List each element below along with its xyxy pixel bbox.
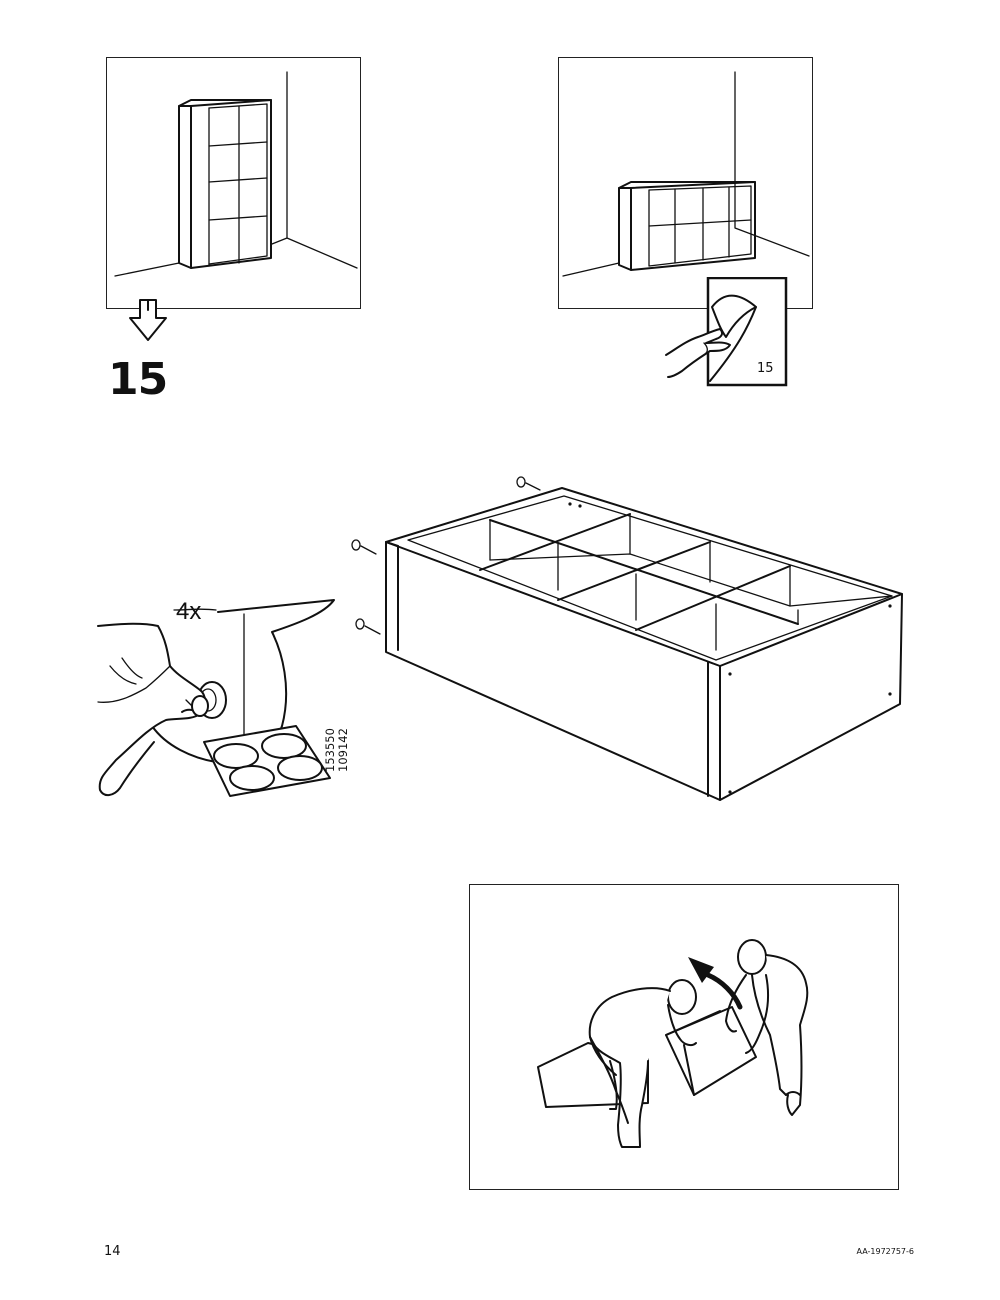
panel-two-people-lifting [469, 884, 899, 1190]
down-arrow-icon [126, 296, 170, 344]
reference-page-number: 15 [757, 361, 774, 376]
felt-pad-application-illustration [96, 596, 356, 806]
shelf-unit-on-back-illustration [340, 470, 920, 810]
horizontal-shelf-illustration [559, 58, 813, 309]
two-people-lifting-illustration [470, 885, 899, 1190]
document-code: AA-1972757-6 [857, 1247, 914, 1256]
upright-shelf-illustration [107, 58, 361, 309]
step-number: 15 [108, 358, 167, 402]
panel-upright-shelf [106, 57, 361, 309]
panel-horizontal-shelf [558, 57, 813, 309]
page-number: 14 [104, 1244, 121, 1259]
